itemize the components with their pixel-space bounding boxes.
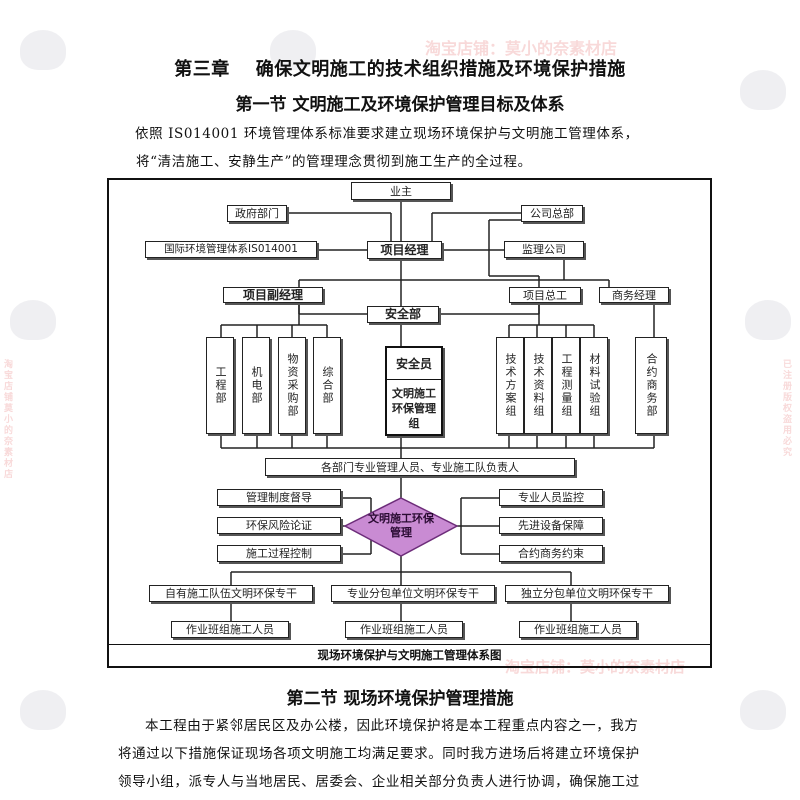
box-supervisor: 监理公司 (504, 241, 584, 258)
diagram-caption: 现场环境保护与文明施工管理体系图 (109, 644, 710, 663)
box-left-env-risk: 环保风险论证 (217, 517, 341, 534)
box-left-process-control: 施工过程控制 (217, 545, 341, 562)
box-workers-3: 作业班组施工人员 (519, 621, 637, 638)
box-left-management-supervision: 管理制度督导 (217, 489, 341, 506)
box-staff-own-team: 自有施工队伍文明环保专干 (149, 585, 313, 602)
box-dept-mechanical: 机电部 (242, 337, 270, 434)
box-contract-dept: 合约商务部 (635, 337, 667, 434)
management-system-diagram: 业主 政府部门 公司总部 国际环境管理体系IS014001 项目经理 监理公司 … (107, 178, 712, 668)
box-tech-plan: 技术方案组 (496, 337, 524, 434)
diagram-connectors (220, 200, 655, 621)
box-safety-group: 安全员 文明施工环保管理组 (385, 346, 443, 436)
box-workers-2: 作业班组施工人员 (345, 621, 463, 638)
chapter-heading: 第三章 确保文明施工的技术组织措施及环境保护措施 (0, 55, 800, 81)
box-project-manager: 项目经理 (367, 241, 442, 259)
civil-group-label: 文明施工环保管理组 (392, 387, 436, 430)
box-business-manager: 商务经理 (599, 287, 669, 303)
box-survey: 工程测量组 (552, 337, 580, 434)
box-iso14001: 国际环境管理体系IS014001 (145, 241, 317, 258)
paragraph-line: 将“清洁施工、安静生产”的管理理念贯彻到施工生产的全过程。 (136, 154, 532, 170)
box-material-test: 材料试验组 (580, 337, 608, 434)
section1-paragraph: 依照 IS014001 环境管理体系标准要求建立现场环境保护与文明施工管理体系，… (108, 120, 708, 176)
watermark-elephant-icon (20, 690, 66, 730)
box-dept-general: 综合部 (313, 337, 341, 434)
watermark-elephant-icon (745, 300, 791, 340)
chapter-number: 第三章 (174, 59, 230, 80)
section2-title: 第二节 现场环境保护管理措施 (286, 689, 514, 709)
box-company-hq: 公司总部 (521, 205, 583, 222)
watermark-text: 已注册版权 盗用必究 (783, 360, 793, 458)
paragraph-line: 领导小组，派专人与当地居民、居委会、企业相关部分负责人进行协调，确保施工过 (118, 774, 640, 790)
section2-paragraph: 本工程由于紧邻居民区及办公楼，因此环境保护将是本工程重点内容之一，我方 将通过以… (118, 712, 708, 796)
safety-officer-label: 安全员 (387, 348, 441, 380)
chapter-title: 确保文明施工的技术组织措施及环境保护措施 (255, 59, 626, 80)
box-dept-procurement: 物资采购部 (278, 337, 306, 434)
box-responsible-persons: 各部门专业管理人员、专业施工队负责人 (265, 458, 575, 476)
box-owner: 业主 (351, 182, 451, 200)
box-workers-1: 作业班组施工人员 (171, 621, 289, 638)
paragraph-line: 依照 IS014001 环境管理体系标准要求建立现场环境保护与文明施工管理体系， (135, 126, 639, 142)
watermark-elephant-icon (740, 690, 786, 730)
box-safety-dept: 安全部 (367, 306, 439, 323)
box-staff-independent: 独立分包单位文明环保专干 (505, 585, 669, 602)
box-tech-data: 技术资料组 (524, 337, 552, 434)
watermark-elephant-icon (20, 30, 66, 70)
box-dept-engineering: 工程部 (206, 337, 234, 434)
box-right-staff-monitor: 专业人员监控 (499, 489, 603, 506)
watermark-elephant-icon (10, 300, 56, 340)
watermark-text: 淘宝店铺：莫小的奈素材店 (425, 39, 618, 58)
paragraph-line: 本工程由于紧邻居民区及办公楼，因此环境保护将是本工程重点内容之一，我方 (145, 718, 639, 734)
box-right-contract: 合约商务约束 (499, 545, 603, 562)
watermark-elephant-icon (740, 70, 786, 110)
diamond-center-label: 文明施工环保管理 (368, 512, 434, 539)
section1-title: 第一节 文明施工及环境保护管理目标及体系 (235, 95, 565, 115)
watermark-text: 淘宝店铺 莫小的奈素材店 (4, 360, 14, 480)
watermark-elephant-icon (270, 30, 316, 70)
box-chief-engineer: 项目总工 (509, 287, 581, 303)
box-deputy-pm: 项目副经理 (223, 287, 323, 303)
paragraph-line: 将通过以下措施保证现场各项文明施工均满足要求。同时我方进场后将建立环境保护 (118, 746, 640, 762)
box-right-equipment: 先进设备保障 (499, 517, 603, 534)
box-government: 政府部门 (227, 205, 287, 222)
box-staff-pro-subcontract: 专业分包单位文明环保专干 (331, 585, 495, 602)
